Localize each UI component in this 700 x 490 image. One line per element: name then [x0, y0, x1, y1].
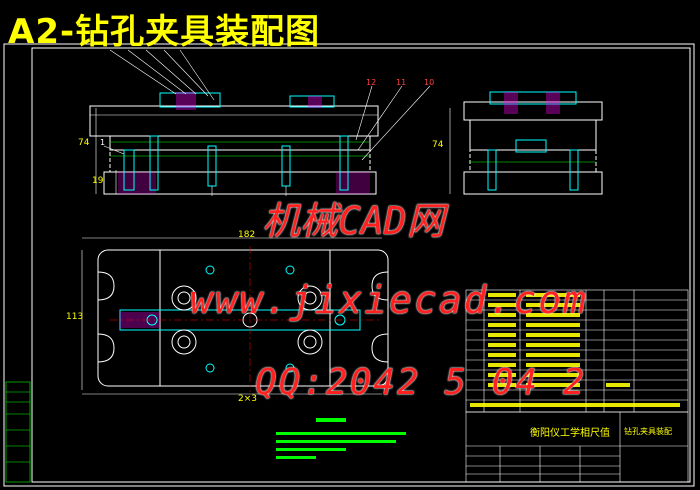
- title-block-school: 衡阳仪工学相尺值: [530, 428, 610, 439]
- callout-1: 1: [100, 138, 106, 147]
- plan-width-dim: 182: [238, 230, 256, 240]
- side-view: [449, 91, 603, 195]
- drawing-title: A2-钻孔夹具装配图: [8, 12, 321, 52]
- watermark-url: www.jixiecad.com: [190, 278, 589, 322]
- callout-10: 10: [424, 78, 435, 87]
- title-block-drawing-name: 钻孔夹具装配: [624, 427, 672, 436]
- front-view: [89, 49, 431, 196]
- inner-frame: [31, 47, 691, 483]
- callout-11: 11: [396, 78, 407, 87]
- technical-notes: [276, 418, 406, 459]
- plan-height-dim: 113: [66, 312, 84, 322]
- front-height-dim: 74: [78, 138, 90, 148]
- side-height-dim: 74: [432, 140, 444, 150]
- parts-list: [465, 289, 689, 413]
- parts-list-entries: [470, 293, 680, 407]
- left-revision-table: [5, 381, 31, 483]
- watermark-site-name: 机械CAD网: [262, 199, 445, 243]
- callout-12: 12: [366, 78, 377, 87]
- watermark-qq: QQ:2042 5 04 2: [255, 362, 587, 403]
- outer-frame: [3, 43, 695, 487]
- title-block: [465, 411, 689, 483]
- front-sub-dim: 19: [92, 176, 104, 186]
- plan-bottom-dim: 2×3: [238, 394, 257, 404]
- plan-view: [81, 237, 389, 395]
